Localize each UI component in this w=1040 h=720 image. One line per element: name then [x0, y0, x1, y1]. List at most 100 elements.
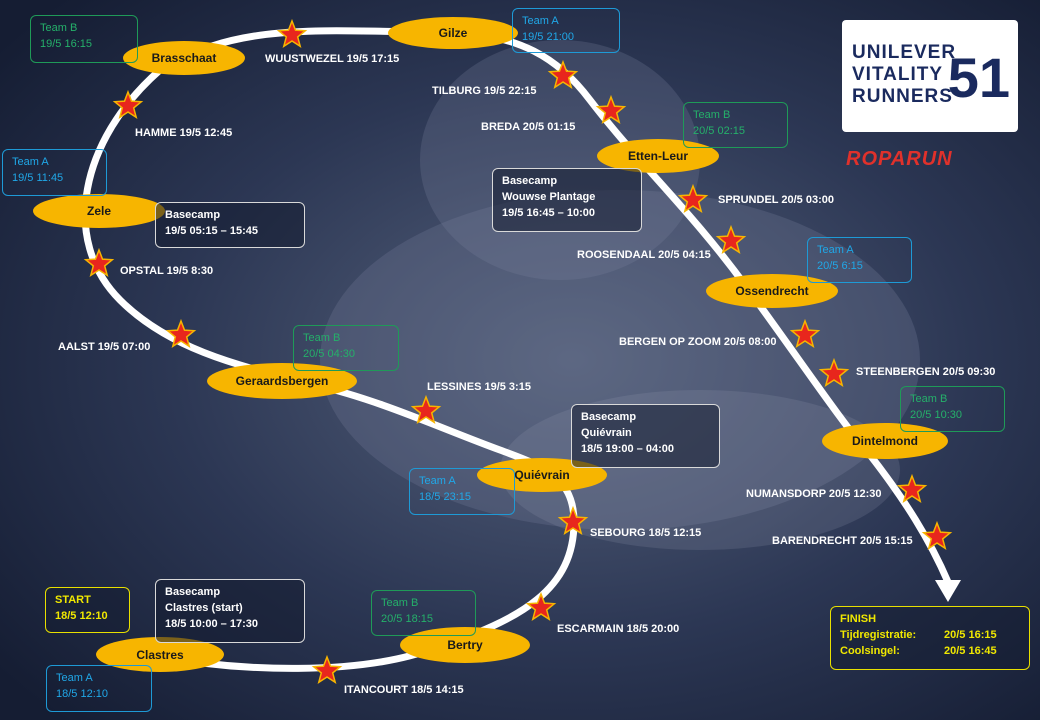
team-name: Team A: [12, 156, 49, 168]
team-name: Team B: [910, 393, 948, 405]
basecamp-line: 19/5 16:45 – 10:00: [502, 207, 595, 219]
city-brasschaat: Brasschaat: [123, 41, 245, 75]
basecamp-box-clastres: Basecamp Clastres (start) 18/5 10:00 – 1…: [155, 579, 305, 643]
waypoint-steenbergen: STEENBERGEN 20/5 09:30: [856, 366, 996, 378]
basecamp-line: 19/5 05:15 – 15:45: [165, 225, 258, 237]
waypoint-barendrecht: BARENDRECHT 20/5 15:15: [772, 535, 913, 547]
team-box-ossendrecht: Team A 20/5 6:15: [807, 237, 912, 283]
waypoint-roosendaal: ROOSENDAAL 20/5 04:15: [577, 249, 711, 261]
star-numansdorp: [896, 473, 928, 503]
finish-value: 20/5 16:45: [944, 645, 997, 657]
star-roosendaal: [715, 224, 747, 254]
team-box-clastres: Team A 18/5 12:10: [46, 665, 152, 712]
city-gilze: Gilze: [388, 17, 518, 49]
waypoint-hamme: HAMME 19/5 12:45: [135, 127, 233, 139]
finish-box: FINISH Tijdregistratie: 20/5 16:15 Cools…: [830, 606, 1030, 670]
waypoint-aalst: AALST 19/5 07:00: [58, 341, 151, 353]
team-name: Team B: [303, 332, 341, 344]
team-name: Team A: [817, 244, 854, 256]
logo-line3: RUNNERS: [852, 86, 953, 107]
star-breda: [595, 94, 627, 124]
basecamp-line: 18/5 10:00 – 17:30: [165, 618, 258, 630]
basecamp-line: Wouwse Plantage: [502, 191, 596, 203]
team-box-brasschaat: Team B 19/5 16:15: [30, 15, 138, 63]
team-time: 19/5 11:45: [12, 172, 64, 184]
finish-label: Tijdregistratie:: [840, 629, 917, 641]
city-etten-leur: Etten-Leur: [597, 139, 719, 173]
city-bertry: Bertry: [400, 627, 530, 663]
finish-row-tijdregistratie: Tijdregistratie: 20/5 16:15: [840, 627, 1020, 643]
basecamp-line: Clastres (start): [165, 602, 243, 614]
city-ossendrecht: Ossendrecht: [706, 274, 838, 308]
basecamp-box-wouwse: Basecamp Wouwse Plantage 19/5 16:45 – 10…: [492, 168, 642, 232]
waypoint-wuustwezel: WUUSTWEZEL 19/5 17:15: [265, 53, 400, 65]
team-time: 20/5 04:30: [303, 348, 355, 360]
basecamp-line: Basecamp: [165, 209, 221, 221]
start-time: 18/5 12:10: [55, 610, 108, 622]
finish-row-coolsingel: Coolsingel: 20/5 16:45: [840, 643, 1020, 659]
star-lessines: [410, 394, 442, 424]
team-time: 19/5 16:15: [40, 38, 92, 50]
waypoint-sprundel: SPRUNDEL 20/5 03:00: [718, 194, 834, 206]
waypoint-numansdorp: NUMANSDORP 20/5 12:30: [746, 488, 882, 500]
team-time: 20/5 02:15: [693, 125, 745, 137]
team-name: Team A: [56, 672, 93, 684]
basecamp-box-zele: Basecamp 19/5 05:15 – 15:45: [155, 202, 305, 248]
star-sebourg: [557, 505, 589, 535]
star-steenbergen: [818, 357, 850, 387]
basecamp-line: Quiévrain: [581, 427, 632, 439]
finish-arrow: [935, 580, 961, 602]
star-tilburg: [547, 59, 579, 89]
team-box-dintelmond: Team B 20/5 10:30: [900, 386, 1005, 432]
team-time: 18/5 23:15: [419, 491, 471, 503]
basecamp-line: 18/5 19:00 – 04:00: [581, 443, 674, 455]
waypoint-bergen-op-zoom: BERGEN OP ZOOM 20/5 08:00: [619, 336, 777, 348]
start-box: START 18/5 12:10: [45, 587, 130, 633]
team-time: 20/5 6:15: [817, 260, 863, 272]
team-name: Team A: [522, 15, 559, 27]
team-box-quievrain: Team A 18/5 23:15: [409, 468, 515, 515]
star-sprundel: [677, 183, 709, 213]
team-box-gilze: Team A 19/5 21:00: [512, 8, 620, 53]
team-name: Team B: [693, 109, 731, 121]
star-barendrecht: [921, 520, 953, 550]
star-aalst: [165, 318, 197, 348]
basecamp-line: Basecamp: [502, 175, 558, 187]
start-title: START: [55, 594, 91, 606]
team-time: 20/5 18:15: [381, 613, 433, 625]
waypoint-sebourg: SEBOURG 18/5 12:15: [590, 527, 702, 539]
team-name: Team B: [40, 22, 78, 34]
team-time: 19/5 21:00: [522, 31, 574, 43]
star-itancourt: [311, 654, 343, 684]
waypoint-breda: BREDA 20/5 01:15: [481, 121, 576, 133]
team-box-bertry: Team B 20/5 18:15: [371, 590, 476, 636]
star-hamme: [112, 89, 144, 119]
star-wuustwezel: [276, 18, 308, 48]
logo-line1: UNILEVER: [852, 42, 957, 63]
team-box-zele: Team A 19/5 11:45: [2, 149, 107, 196]
logo-number: 51: [947, 46, 1010, 109]
finish-title: FINISH: [840, 613, 877, 625]
waypoint-itancourt: ITANCOURT 18/5 14:15: [344, 684, 464, 696]
basecamp-line: Basecamp: [581, 411, 637, 423]
team-name: Team B: [381, 597, 419, 609]
basecamp-box-quievrain: Basecamp Quiévrain 18/5 19:00 – 04:00: [571, 404, 720, 468]
basecamp-line: Basecamp: [165, 586, 221, 598]
waypoint-tilburg: TILBURG 19/5 22:15: [432, 85, 537, 97]
city-dintelmond: Dintelmond: [822, 423, 948, 459]
waypoint-lessines: LESSINES 19/5 3:15: [427, 381, 531, 393]
team-time: 20/5 10:30: [910, 409, 962, 421]
roparun-logo: ROPARUN: [846, 148, 953, 170]
finish-label: Coolsingel:: [840, 645, 900, 657]
unilever-vitality-runners-logo: UNILEVER VITALITY RUNNERS 51: [842, 20, 1018, 132]
star-opstal: [83, 247, 115, 277]
team-box-etten-leur: Team B 20/5 02:15: [683, 102, 788, 148]
star-bergen-op-zoom: [789, 318, 821, 348]
team-time: 18/5 12:10: [56, 688, 108, 700]
logo-line2: VITALITY: [852, 64, 944, 85]
star-escarmain: [525, 591, 557, 621]
city-zele: Zele: [33, 194, 165, 228]
team-box-geraardsbergen: Team B 20/5 04:30: [293, 325, 399, 371]
finish-value: 20/5 16:15: [944, 629, 997, 641]
waypoint-opstal: OPSTAL 19/5 8:30: [120, 265, 214, 277]
